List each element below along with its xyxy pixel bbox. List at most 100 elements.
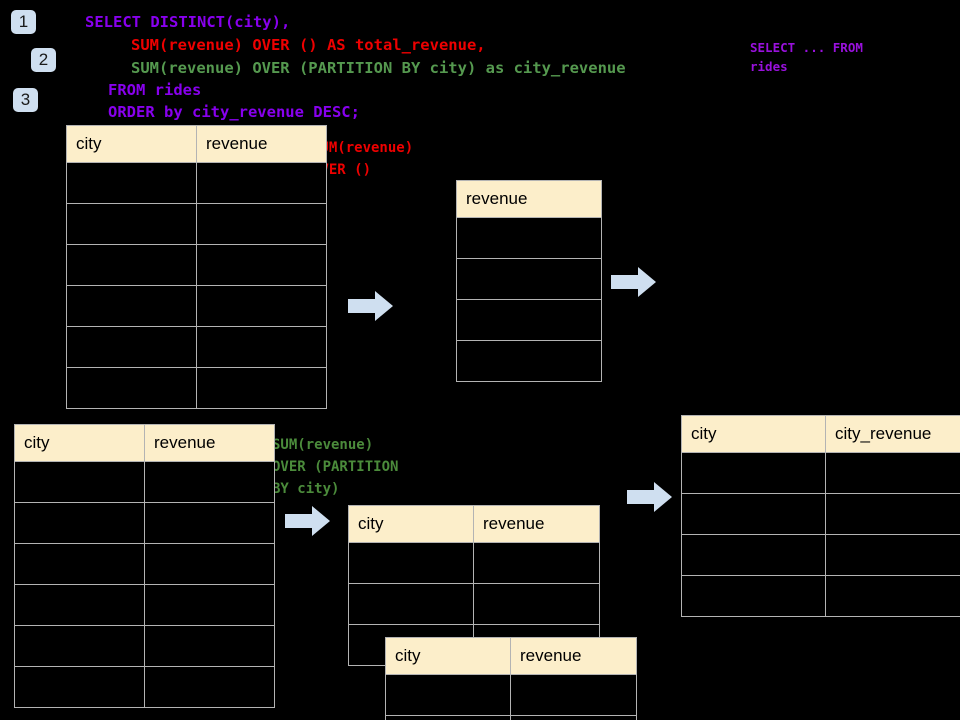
table-header-row: revenue	[456, 180, 602, 218]
arrow-bottom-right	[627, 482, 672, 512]
sql-line-5: ORDER by city_revenue DESC;	[108, 103, 360, 121]
arrow-top-right	[611, 267, 656, 297]
table-cell	[66, 326, 197, 368]
table-row	[14, 502, 275, 544]
table-row	[66, 244, 327, 286]
column-header-revenue: revenue	[144, 424, 275, 462]
table-row	[681, 452, 960, 494]
table-cell	[825, 493, 960, 535]
table-cell	[825, 452, 960, 494]
step-badge-3: 3	[13, 88, 38, 112]
table-body	[66, 162, 327, 409]
annotation-city-revenue-line-1: SUM(revenue)	[272, 437, 374, 453]
column-header-revenue: revenue	[196, 125, 327, 163]
table-cell	[196, 203, 327, 245]
table-cell	[144, 502, 275, 544]
table-header-row: city revenue	[66, 125, 327, 163]
table-cell	[66, 162, 197, 204]
table-cell	[144, 461, 275, 503]
step-badge-1: 1	[11, 10, 36, 34]
table-cell	[14, 543, 145, 585]
sql-line-3: SUM(revenue) OVER (PARTITION BY city) as…	[131, 59, 626, 77]
table-cell	[14, 461, 145, 503]
table-row	[681, 534, 960, 576]
table-body	[681, 452, 960, 617]
table-cell	[144, 625, 275, 667]
table-row	[681, 575, 960, 617]
table-cell	[14, 584, 145, 626]
arrow-bottom-middle	[285, 506, 330, 536]
side-note-line-2: rides	[750, 59, 788, 74]
table-row	[385, 715, 637, 720]
table-cell	[825, 534, 960, 576]
column-header-city: city	[681, 415, 826, 453]
table-cell	[456, 217, 602, 259]
table-row	[66, 367, 327, 409]
table-cell	[196, 162, 327, 204]
table-cell	[144, 543, 275, 585]
table-cell	[456, 258, 602, 300]
table-cell	[196, 285, 327, 327]
table-row	[456, 299, 602, 341]
table-cell	[196, 367, 327, 409]
table-cell	[825, 575, 960, 617]
table-row	[456, 217, 602, 259]
table-row	[456, 340, 602, 382]
table-cell	[66, 285, 197, 327]
table-header-row: city revenue	[385, 637, 637, 675]
table-cell	[681, 452, 826, 494]
column-header-city: city	[348, 505, 474, 543]
table-cell	[456, 299, 602, 341]
table-row	[385, 674, 637, 716]
table-cell	[385, 674, 511, 716]
city-revenue-result-table: city city_revenue	[681, 415, 960, 617]
table-cell	[66, 203, 197, 245]
column-header-city-revenue: city_revenue	[825, 415, 960, 453]
table-cell	[196, 244, 327, 286]
table-cell	[348, 542, 474, 584]
column-header-revenue: revenue	[456, 180, 602, 218]
total-revenue-table: revenue	[456, 180, 602, 382]
table-cell	[196, 326, 327, 368]
table-cell	[473, 583, 600, 625]
table-header-row: city city_revenue	[681, 415, 960, 453]
annotation-city-revenue-line-3: BY city)	[272, 481, 340, 497]
table-row	[66, 203, 327, 245]
table-cell	[473, 542, 600, 584]
table-cell	[14, 625, 145, 667]
step-badge-2: 2	[31, 48, 56, 72]
table-row	[456, 258, 602, 300]
rides-source-table-bottom: city revenue	[14, 424, 275, 708]
table-row	[66, 285, 327, 327]
table-cell	[144, 666, 275, 708]
annotation-total-revenue-line-1: SUM(revenue)	[312, 140, 414, 156]
partition-group-table-b: city revenue	[385, 637, 637, 720]
table-cell	[510, 715, 637, 720]
table-cell	[66, 367, 197, 409]
table-cell	[14, 666, 145, 708]
table-row	[14, 584, 275, 626]
table-body	[456, 217, 602, 382]
table-row	[66, 162, 327, 204]
column-header-revenue: revenue	[473, 505, 600, 543]
table-cell	[14, 502, 145, 544]
sql-line-1: SELECT DISTINCT(city),	[85, 13, 291, 31]
sql-line-4: FROM rides	[108, 81, 202, 99]
table-header-row: city revenue	[348, 505, 600, 543]
table-row	[348, 583, 600, 625]
sql-line-2: SUM(revenue) OVER () AS total_revenue,	[131, 36, 486, 54]
table-header-row: city revenue	[14, 424, 275, 462]
table-cell	[66, 244, 197, 286]
column-header-city: city	[14, 424, 145, 462]
annotation-city-revenue-line-2: OVER (PARTITION	[272, 459, 399, 475]
table-body	[385, 674, 637, 720]
table-row	[66, 326, 327, 368]
table-cell	[144, 584, 275, 626]
arrow-top-middle	[348, 291, 393, 321]
table-body	[348, 542, 600, 666]
table-cell	[385, 715, 511, 720]
table-cell	[456, 340, 602, 382]
side-note-line-1: SELECT ... FROM	[750, 40, 863, 55]
table-cell	[681, 534, 826, 576]
